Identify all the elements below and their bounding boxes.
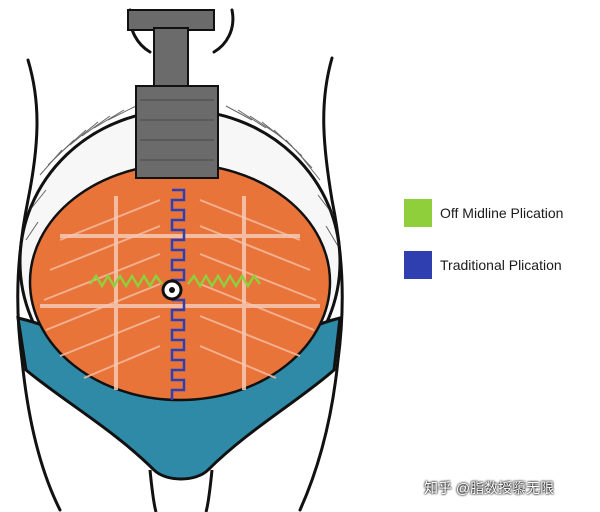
leg-line-right [204, 469, 214, 512]
legend-item-traditional: Traditional Plication [404, 250, 563, 280]
retractor-icon [127, 9, 219, 179]
legend-label-off-midline: Off Midline Plication [440, 205, 564, 221]
legend-item-off-midline: Off Midline Plication [404, 198, 563, 228]
off-midline-plication [89, 273, 261, 289]
legend: Off Midline Plication Traditional Plicat… [404, 198, 563, 302]
legend-label-traditional: Traditional Plication [440, 257, 562, 273]
leg-line-left [148, 469, 158, 512]
watermark: 知乎 @脂数授隳无限 [424, 480, 555, 496]
legend-swatch-traditional [404, 251, 432, 279]
legend-swatch-off-midline [404, 199, 432, 227]
rectus-muscle [28, 162, 332, 402]
umbilicus-icon [161, 279, 183, 301]
traditional-plication [170, 188, 186, 400]
